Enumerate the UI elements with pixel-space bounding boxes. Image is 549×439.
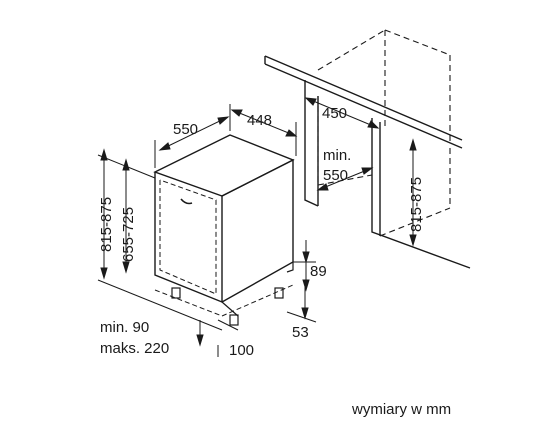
height-dimensions-left [97, 148, 223, 331]
appliance-feet [171, 287, 284, 326]
door-handle-icon [180, 198, 193, 205]
door-offset-label: 100 [229, 342, 254, 359]
appliance-width-dimension [230, 109, 298, 156]
plinth-height-dimension [293, 240, 316, 292]
door-outline-dashed [159, 179, 217, 295]
niche-back-wall [371, 118, 471, 269]
units-note: wymiary w mm [351, 401, 451, 418]
niche-width-label: 450 [322, 105, 347, 122]
niche-front-panel [304, 80, 319, 207]
appliance-front [154, 172, 223, 304]
appliance-top [153, 134, 295, 197]
plinth-height-label: 89 [310, 263, 327, 280]
door-gap-min-label: min. 90 [100, 319, 149, 336]
appliance-height-label: 655-725 [120, 207, 137, 262]
dishwasher-body [153, 134, 295, 304]
door-gap-max-label: maks. 220 [100, 340, 169, 357]
plinth-depth-dimension [286, 286, 317, 323]
door-gap-dimension [196, 319, 239, 357]
niche-height-left-label: 815-875 [98, 197, 115, 252]
plinth-depth-label: 53 [292, 324, 309, 341]
plinth-dashed [154, 284, 294, 317]
appliance-depth-dimension [154, 104, 231, 168]
niche-depth-min-label: min. [323, 147, 351, 164]
countertop-bottom-edge [264, 63, 463, 149]
niche-height-right-label: 815-875 [408, 177, 425, 232]
niche-depth-dimension [316, 167, 374, 191]
appliance-depth-label: 550 [173, 121, 198, 138]
niche-depth-min-value: 550 [323, 167, 348, 184]
niche-dashed-outline [317, 29, 451, 237]
countertop-top-edge [264, 55, 463, 141]
niche-width-dimension [304, 97, 380, 129]
appliance-side [221, 158, 294, 303]
countertop-niche [264, 55, 471, 269]
niche-height-dimension [409, 138, 417, 247]
appliance-width-label: 448 [247, 112, 272, 129]
